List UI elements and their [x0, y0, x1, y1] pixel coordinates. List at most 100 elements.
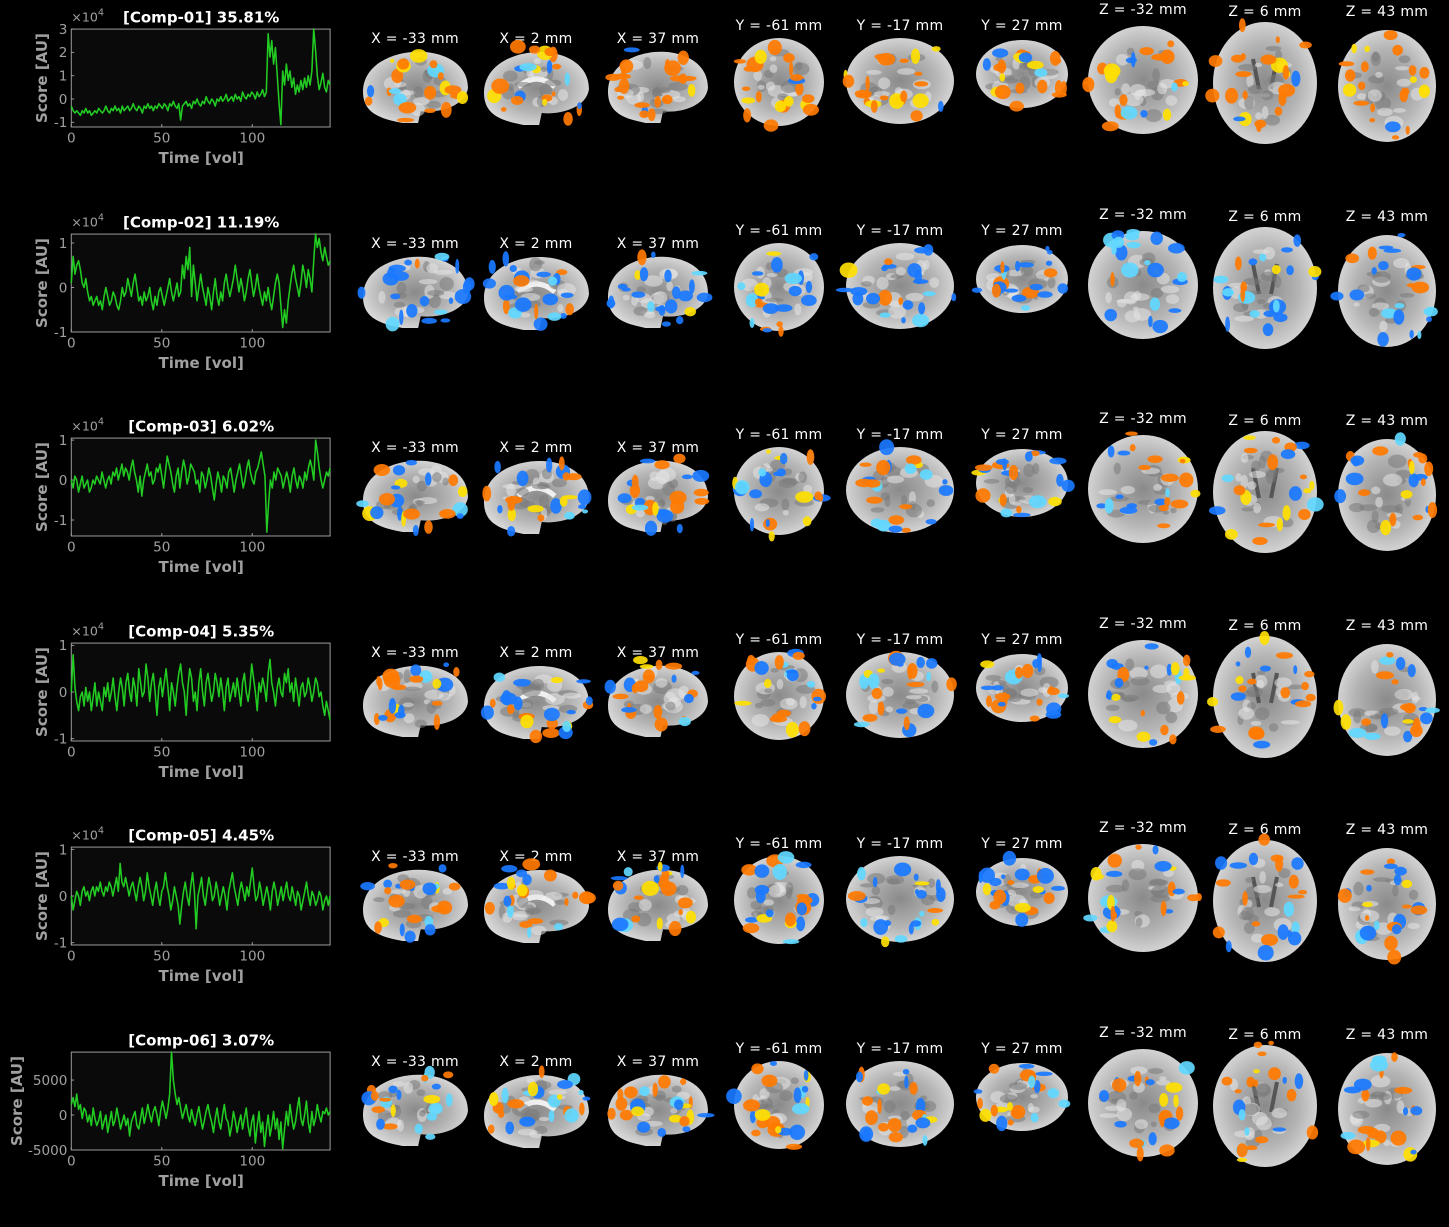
activation-cluster	[989, 878, 1002, 887]
activation-cluster	[1408, 65, 1417, 76]
activation-cluster	[654, 460, 670, 470]
activation-cluster	[1375, 671, 1394, 680]
activation-cluster	[563, 898, 569, 907]
activation-cluster	[785, 721, 799, 738]
activation-cluster	[1383, 30, 1398, 41]
activation-cluster	[1162, 108, 1172, 121]
activation-cluster	[533, 317, 548, 331]
activation-cluster	[1248, 257, 1258, 265]
activation-cluster	[1419, 66, 1430, 79]
activation-cluster	[1351, 43, 1357, 54]
activation-cluster	[993, 63, 1007, 72]
activation-cluster	[754, 864, 770, 879]
activation-cluster	[392, 93, 407, 106]
slice-coordinate-label: Z = 6 mm	[1228, 413, 1302, 430]
slice-coordinate-label: Y = -61 mm	[735, 1041, 823, 1057]
activation-cluster	[1397, 232, 1406, 237]
slice-coordinate-label: Y = -61 mm	[735, 222, 823, 239]
activation-cluster	[387, 895, 405, 908]
activation-cluster	[1287, 931, 1302, 946]
activation-cluster	[631, 474, 639, 491]
activation-cluster	[406, 914, 422, 924]
activation-cluster	[395, 1089, 401, 1100]
activation-cluster	[637, 249, 647, 265]
activation-cluster	[1017, 261, 1034, 268]
activation-cluster	[394, 478, 407, 489]
activation-cluster	[1024, 451, 1033, 462]
brain-slice-image	[1207, 630, 1317, 758]
brain-slice-image	[1208, 431, 1324, 554]
activation-cluster	[755, 90, 762, 103]
activation-cluster	[1298, 890, 1308, 895]
y-tick-label: -5000	[28, 1143, 67, 1159]
activation-cluster	[798, 720, 811, 736]
activation-cluster	[789, 61, 794, 77]
activation-cluster	[676, 315, 684, 324]
brain-anatomy	[1213, 635, 1317, 758]
activation-cluster	[1058, 1099, 1071, 1108]
activation-cluster	[971, 287, 983, 293]
activation-cluster	[769, 1061, 778, 1067]
activation-cluster	[1083, 80, 1095, 86]
activation-cluster	[1030, 1112, 1039, 1123]
activation-cluster	[1394, 1086, 1413, 1095]
activation-cluster	[398, 309, 403, 325]
activation-cluster	[1007, 1119, 1014, 1126]
activation-cluster	[734, 480, 750, 495]
activation-cluster	[388, 264, 406, 272]
activation-cluster	[1400, 490, 1413, 499]
activation-cluster	[1282, 65, 1290, 80]
brain-anatomy	[1338, 234, 1436, 347]
slice-coordinate-label: Y = -17 mm	[856, 836, 944, 853]
activation-cluster	[393, 711, 406, 719]
activation-cluster	[610, 876, 628, 881]
activation-cluster	[1378, 260, 1389, 270]
activation-cluster	[1043, 892, 1055, 905]
activation-cluster	[1363, 1092, 1370, 1098]
activation-cluster	[1400, 703, 1416, 711]
activation-cluster	[1168, 307, 1182, 313]
activation-cluster	[1159, 1093, 1169, 1107]
y-tick-label: -1	[54, 513, 68, 529]
activation-cluster	[1409, 76, 1417, 83]
activation-cluster	[901, 316, 906, 324]
x-tick-label: 100	[239, 1154, 265, 1170]
activation-cluster	[355, 500, 369, 508]
activation-cluster	[1262, 322, 1274, 336]
activation-cluster	[1034, 68, 1048, 78]
brain-slice-image	[733, 38, 824, 132]
activation-cluster	[1175, 1106, 1184, 1121]
activation-cluster	[1051, 886, 1066, 892]
activation-cluster	[1083, 914, 1098, 922]
activation-cluster	[1190, 489, 1201, 498]
activation-cluster	[1268, 1067, 1281, 1081]
y-axis-label: Score [AU]	[33, 442, 51, 532]
activation-cluster	[1259, 630, 1270, 645]
activation-cluster	[1115, 244, 1128, 261]
activation-cluster	[560, 292, 573, 298]
activation-cluster	[1410, 1149, 1417, 1155]
activation-cluster	[1357, 81, 1366, 91]
brain-slice-image	[1212, 833, 1317, 963]
activation-cluster	[1172, 889, 1185, 895]
activation-cluster	[562, 111, 573, 126]
activation-cluster	[763, 517, 778, 531]
activation-cluster	[1408, 473, 1419, 488]
activation-cluster	[398, 101, 416, 114]
brain-slice-image	[359, 863, 468, 944]
activation-cluster	[925, 657, 938, 669]
activation-cluster	[899, 504, 913, 510]
activation-cluster	[1418, 453, 1428, 464]
activation-cluster	[795, 82, 804, 96]
activation-cluster	[1244, 1127, 1250, 1136]
activation-cluster	[564, 302, 574, 315]
activation-cluster	[549, 498, 562, 514]
activation-cluster	[550, 676, 563, 683]
activation-cluster	[433, 713, 440, 730]
activation-cluster	[414, 1123, 423, 1134]
activation-cluster	[631, 915, 641, 923]
slice-coordinate-label: Y = -61 mm	[735, 836, 823, 853]
brain-slice-image	[1333, 643, 1440, 756]
activation-cluster	[578, 1102, 585, 1116]
